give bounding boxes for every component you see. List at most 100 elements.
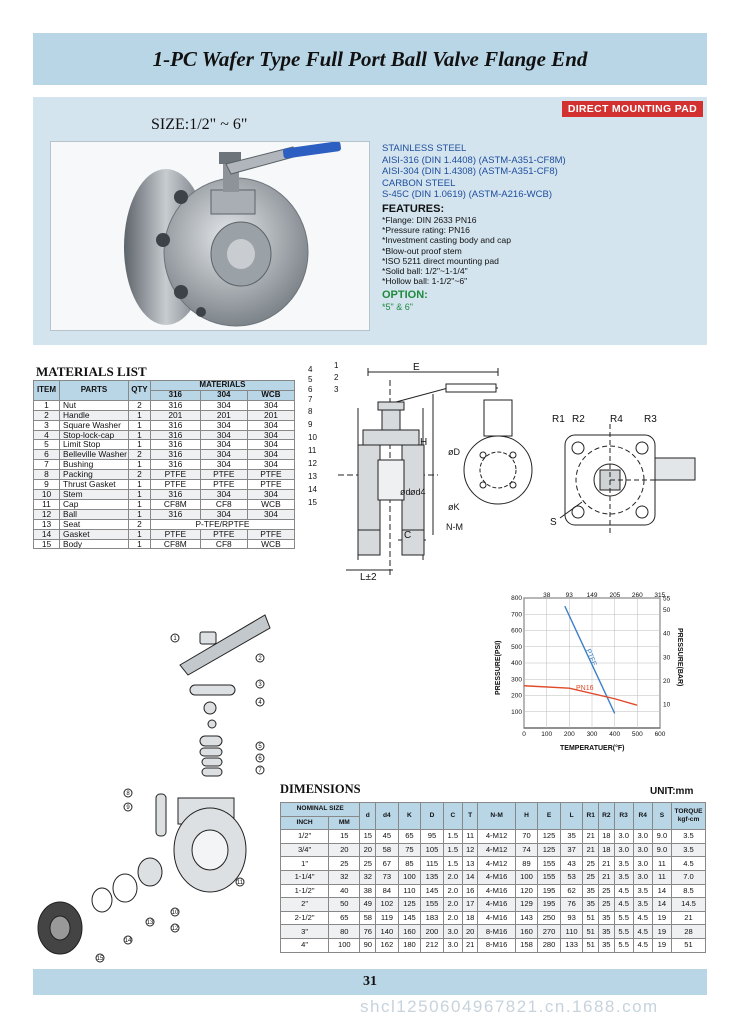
- dimension-cell: 37: [559, 842, 584, 858]
- dimension-cell: 1/2": [279, 829, 330, 844]
- col-e: E: [537, 801, 561, 831]
- dimension-cell: 3.5: [632, 883, 653, 899]
- material-cell: Belleville Washer: [59, 449, 129, 461]
- dimension-cell: 110: [559, 924, 584, 939]
- dimension-cell: 4-M12: [477, 829, 516, 844]
- chart-y2-tick: 30: [663, 654, 671, 661]
- material-cell: PTFE: [149, 528, 201, 540]
- col-inch: INCH: [279, 815, 330, 831]
- dimension-cell: 53: [559, 869, 584, 885]
- dimension-cell: 58: [375, 842, 399, 858]
- dim-nm-label: N-M: [446, 522, 463, 532]
- chart-x-tick: 0: [522, 731, 526, 738]
- chart-x-tick: 200: [564, 731, 575, 738]
- dimension-cell: 3.0: [613, 829, 634, 844]
- dimension-cell: 143: [514, 910, 539, 926]
- chart-x-tick: 400: [609, 731, 620, 738]
- dimension-cell: 93: [559, 910, 584, 926]
- col-nominal-size: NOMINAL SIZE: [279, 802, 361, 817]
- dimension-cell: 20: [328, 842, 361, 858]
- material-cell: 304: [246, 449, 296, 461]
- dimension-cell: 8-M16: [477, 937, 516, 953]
- col-qty: QTY: [127, 380, 151, 401]
- valve-section-drawing: 4 5 6 7 8 9 10 11 12 13 14 15 1 2 3 E H …: [308, 361, 533, 580]
- dimension-cell: 11: [461, 829, 479, 844]
- col-torque: TORQUE kgf-cm: [671, 801, 706, 831]
- material-cell: 304: [199, 439, 248, 451]
- dimension-cell: 155: [537, 856, 561, 871]
- dimension-cell: 4.5: [613, 883, 634, 899]
- chart-y-tick: 700: [511, 611, 522, 618]
- dimension-cell: 20: [461, 924, 479, 939]
- dimension-cell: 15: [328, 829, 361, 844]
- callout: 2: [258, 656, 262, 662]
- dimension-cell: 125: [537, 829, 561, 844]
- dimension-cell: 35: [559, 829, 584, 844]
- dimension-cell: 25: [597, 883, 615, 899]
- materials-list-title: MATERIALS LIST: [36, 364, 147, 379]
- material-line: S-45C (DIN 1.0619) (ASTM-A216-WCB): [382, 189, 552, 200]
- material-line: STAINLESS STEEL: [382, 143, 467, 154]
- material-cell: 1: [127, 419, 151, 431]
- col-materials: MATERIALS: [149, 380, 296, 391]
- dimension-cell: 19: [651, 924, 673, 939]
- dimension-cell: 15: [359, 829, 377, 844]
- dimension-cell: 21: [582, 829, 599, 844]
- chart-x2-tick: 93: [566, 592, 574, 599]
- dimension-cell: 76: [559, 897, 584, 912]
- callout: 4: [258, 700, 262, 706]
- dimension-cell: 14: [651, 883, 673, 899]
- pad-label: R2: [572, 414, 585, 425]
- dimension-cell: 145: [397, 910, 422, 926]
- dimension-cell: 76: [359, 924, 377, 939]
- dimension-cell: 100: [514, 869, 539, 885]
- dimension-cell: 212: [420, 937, 444, 953]
- dimension-cell: 2": [279, 897, 330, 912]
- chart-y-tick: 600: [511, 628, 522, 635]
- dimension-cell: 35: [582, 883, 599, 899]
- material-cell: PTFE: [199, 469, 248, 481]
- dimension-cell: 65: [328, 910, 361, 926]
- dimension-cell: 12: [461, 842, 479, 858]
- dimension-cell: 102: [375, 897, 399, 912]
- material-cell: 304: [199, 419, 248, 431]
- callout: 3: [334, 385, 339, 394]
- dimension-cell: 1.5: [442, 842, 463, 858]
- features-heading: FEATURES:: [382, 202, 445, 215]
- material-line: AISI-304 (DIN 1.4308) (ASTM-A351-CF8): [382, 166, 558, 177]
- dimension-cell: 4.5: [632, 937, 653, 953]
- material-cell: 1: [127, 488, 151, 500]
- dimension-cell: 270: [537, 924, 561, 939]
- chart-x-tick: 600: [655, 731, 666, 738]
- chart-y2-tick: 20: [663, 678, 671, 685]
- dimension-cell: 19: [651, 937, 673, 953]
- dimension-cell: 8.5: [671, 883, 706, 899]
- dimension-cell: 4": [279, 937, 330, 953]
- dimension-cell: 25: [359, 856, 377, 871]
- callout: 12: [172, 926, 179, 932]
- dimension-cell: 18: [461, 910, 479, 926]
- material-cell: Nut: [59, 399, 129, 411]
- feature-item: *Hollow ball: 1-1/2"~6": [382, 276, 468, 287]
- dimension-cell: 100: [328, 937, 361, 953]
- dimension-cell: 4-M12: [477, 842, 516, 858]
- material-cell: 201: [246, 409, 296, 421]
- material-cell: 304: [246, 439, 296, 451]
- dimension-cell: 3.5: [632, 897, 653, 912]
- callout: 10: [172, 910, 179, 916]
- dimension-cell: 140: [375, 924, 399, 939]
- unit-label: UNIT:mm: [650, 786, 694, 797]
- dimension-cell: 2-1/2": [279, 910, 330, 926]
- material-cell: CF8: [199, 498, 248, 510]
- material-cell: 304: [246, 508, 296, 520]
- material-cell: 13: [33, 518, 60, 530]
- material-cell: 304: [246, 488, 296, 500]
- dimension-cell: 51: [671, 937, 706, 953]
- pad-label: R1: [552, 414, 565, 425]
